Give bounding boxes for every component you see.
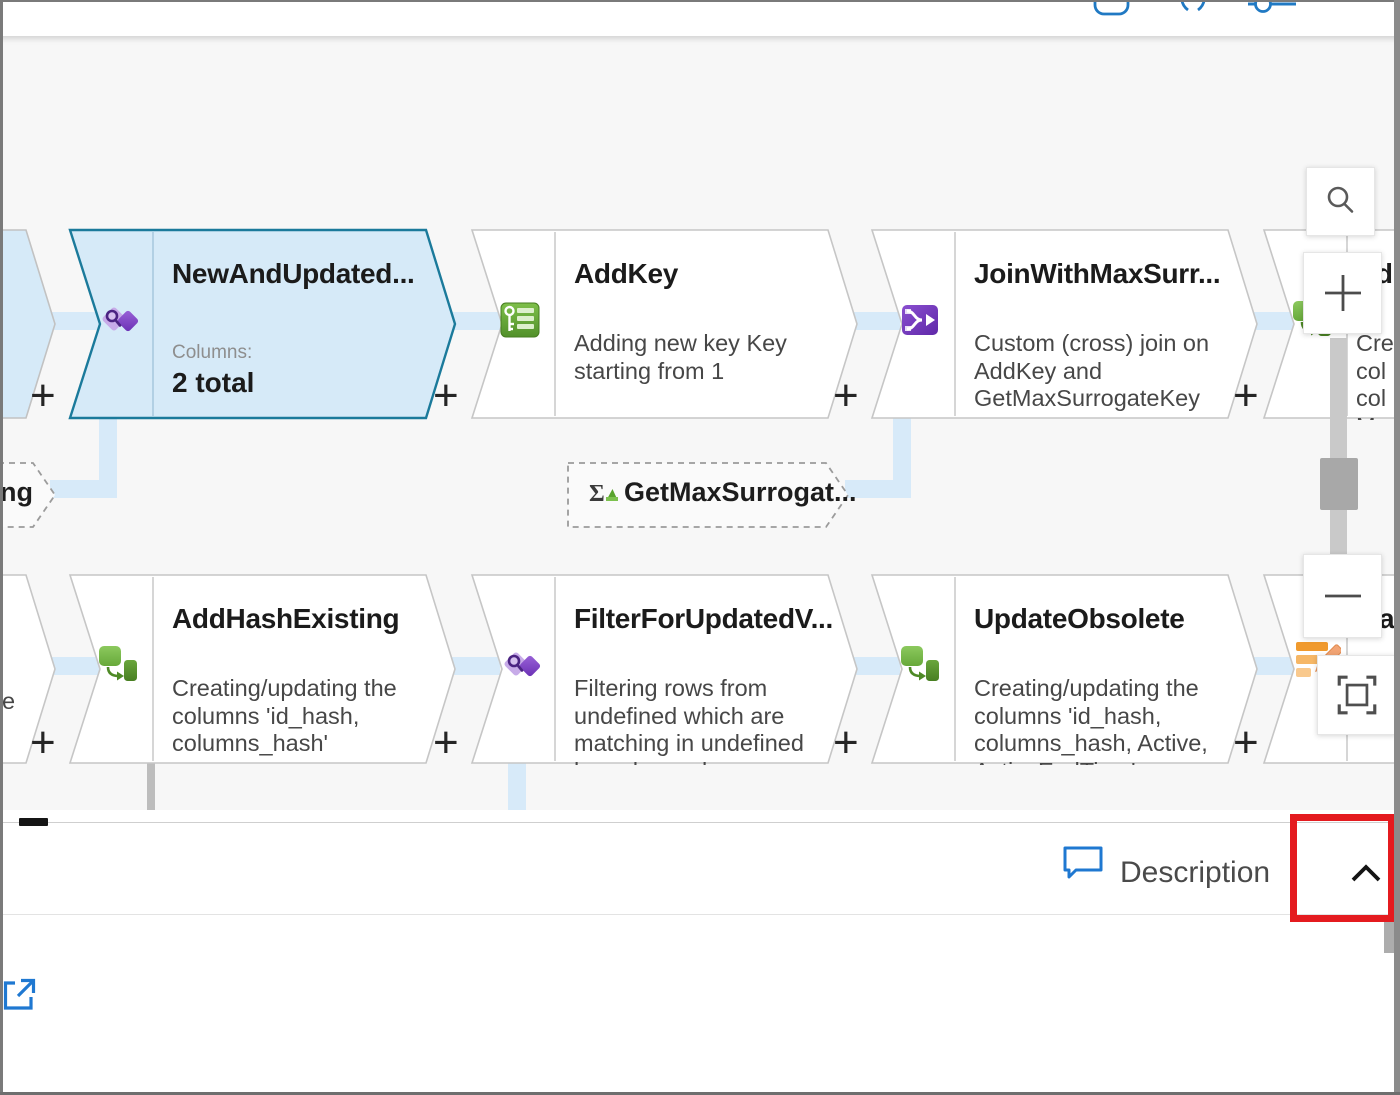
exists-icon <box>500 645 544 690</box>
node-description: Custom (cross) join on AddKey and GetMax… <box>974 330 1210 411</box>
zoom-slider-track[interactable] <box>1330 338 1347 554</box>
join-icon <box>900 300 940 345</box>
node-title: JoinWithMaxSurr... <box>974 258 1221 289</box>
external-link-icon[interactable] <box>2 976 36 1017</box>
reference-connector <box>845 480 911 498</box>
add-transformation-button[interactable]: + <box>30 718 56 767</box>
publish-icon[interactable] <box>1092 0 1132 18</box>
surrogate-key-icon <box>500 300 540 345</box>
add-transformation-button[interactable]: + <box>433 718 459 767</box>
code-braces-icon[interactable] <box>1176 0 1210 16</box>
node-description-fragment: e <box>2 688 16 714</box>
zoom-out-button[interactable] <box>1303 554 1382 638</box>
add-transformation-button[interactable]: + <box>1233 718 1259 767</box>
dataflow-toolbar <box>0 0 1400 36</box>
transformation-node-filterforupdated[interactable]: FilterForUpdatedV... Filtering rows from… <box>470 573 859 765</box>
window-border <box>0 0 3 1095</box>
zoom-in-icon <box>1324 275 1361 311</box>
zoom-in-button[interactable] <box>1303 252 1382 334</box>
add-transformation-button[interactable]: + <box>833 718 859 767</box>
scrollbar-remnant <box>1384 915 1397 953</box>
node-title: FilterForUpdatedV... <box>574 603 834 634</box>
reference-connector-gray <box>147 763 155 810</box>
node-description: Filtering rows from undefined which are … <box>574 675 804 765</box>
node-description: Cre col col M <box>1356 330 1394 420</box>
description-panel-label: Description <box>1120 856 1271 889</box>
annotation-highlight-box <box>1290 814 1395 922</box>
search-icon <box>1321 182 1361 222</box>
description-panel-content <box>0 916 1400 1092</box>
node-description: Creating/updating the columns 'id_hash, … <box>974 675 1208 765</box>
ghost-node-label: ng <box>0 477 33 507</box>
add-transformation-button[interactable]: + <box>433 371 459 420</box>
add-transformation-button[interactable]: + <box>833 371 859 420</box>
ghost-node-getmaxsurrogate[interactable] <box>565 461 850 534</box>
panel-resize-handle[interactable] <box>19 818 48 826</box>
node-description: Adding new key Key starting from 1 <box>574 330 787 384</box>
transformation-node-newandupdated[interactable]: NewAndUpdated... Columns: 2 total <box>68 228 457 420</box>
add-transformation-button[interactable]: + <box>1233 371 1259 420</box>
node-title: AddKey <box>574 258 678 289</box>
node-title: NewAndUpdated... <box>172 258 415 289</box>
transformation-node-partial-left-top[interactable] <box>0 228 57 420</box>
panel-gap <box>0 810 1400 822</box>
search-button[interactable] <box>1306 167 1375 236</box>
comment-icon <box>1062 845 1104 886</box>
reference-connector <box>508 762 526 810</box>
zoom-out-icon <box>1324 594 1361 598</box>
reference-connector <box>99 412 117 498</box>
ghost-node-partial[interactable] <box>0 461 57 534</box>
transformation-node-partial-left-bottom[interactable] <box>0 573 57 765</box>
zoom-slider-thumb[interactable] <box>1320 458 1358 510</box>
reference-connector <box>50 480 117 498</box>
node-meta: Columns: 2 total <box>172 342 255 398</box>
description-panel-header[interactable] <box>0 822 1400 915</box>
node-title: UpdateObsolete <box>974 603 1185 634</box>
node-title: AddHashExisting <box>172 603 400 634</box>
derived-column-icon <box>98 645 140 688</box>
ghost-node-label: GetMaxSurrogat... <box>624 477 857 507</box>
fit-to-screen-icon <box>1334 672 1380 718</box>
aggregate-icon <box>589 481 619 510</box>
add-transformation-button[interactable]: + <box>30 371 56 420</box>
transformation-node-joinwithmaxsurr[interactable]: JoinWithMaxSurr... Custom (cross) join o… <box>870 228 1259 420</box>
transformation-node-addhashexisting[interactable]: AddHashExisting Creating/updating the co… <box>68 573 457 765</box>
transformation-node-addkey[interactable]: AddKey Adding new key Key starting from … <box>470 228 859 420</box>
derived-column-icon <box>900 645 942 688</box>
reference-connector <box>893 412 911 498</box>
exists-icon <box>98 300 142 345</box>
window-border <box>1394 0 1400 1095</box>
window-border <box>0 1092 1400 1095</box>
fit-to-screen-button[interactable] <box>1317 655 1396 735</box>
transformation-node-updateobsolete[interactable]: UpdateObsolete Creating/updating the col… <box>870 573 1259 765</box>
node-description: Creating/updating the columns 'id_hash, … <box>172 675 397 756</box>
window-border <box>0 0 1400 2</box>
settings-slider-icon[interactable] <box>1248 0 1298 16</box>
